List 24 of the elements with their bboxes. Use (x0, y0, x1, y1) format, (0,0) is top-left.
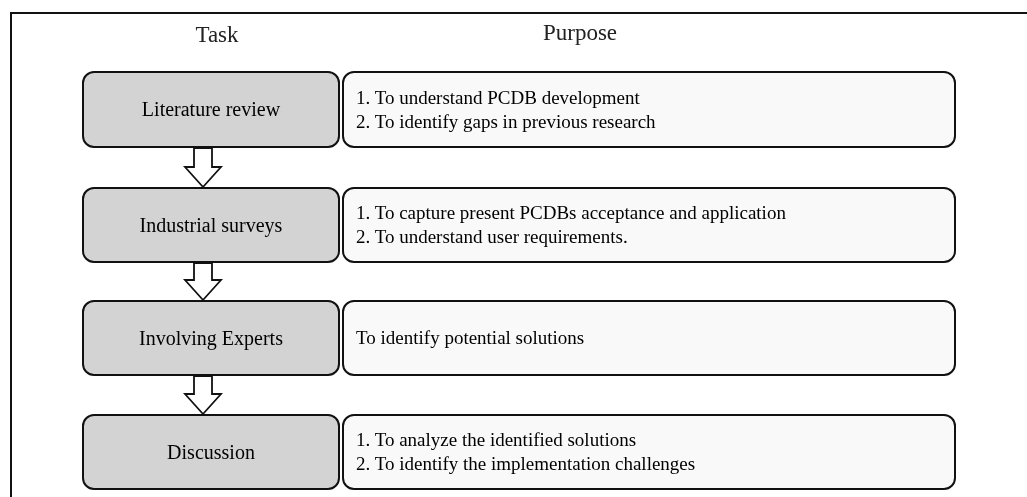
purpose-text: 2. To understand user requirements. (356, 225, 629, 249)
purpose-box (342, 414, 956, 490)
block-arrow (182, 375, 224, 416)
purpose-box (342, 187, 956, 263)
task-label: Industrial surveys (139, 213, 283, 237)
purpose-text: 1. To analyze the identified solutions (356, 428, 638, 452)
block-arrow (182, 262, 224, 302)
purpose-box (342, 300, 956, 376)
task-label: Discussion (167, 440, 255, 464)
task-label: Literature review (141, 98, 281, 121)
task-box (82, 187, 340, 263)
purpose-box (342, 71, 956, 148)
block-arrow (182, 147, 224, 189)
purpose-text: 2. To identify gaps in previous research (356, 109, 657, 134)
purpose-text: To identify potential solutions (356, 326, 586, 350)
column-heading: Purpose (542, 20, 618, 46)
purpose-text: 1. To understand PCDB development (356, 85, 641, 110)
task-box (82, 71, 340, 148)
purpose-text: 2. To identify the implementation challenges (356, 452, 697, 476)
purpose-text: 1. To capture present PCDBs acceptance and application (356, 201, 787, 225)
column-heading: Task (195, 22, 239, 48)
task-box (82, 414, 340, 490)
task-label: Involving Experts (139, 326, 283, 350)
task-box (82, 300, 340, 376)
